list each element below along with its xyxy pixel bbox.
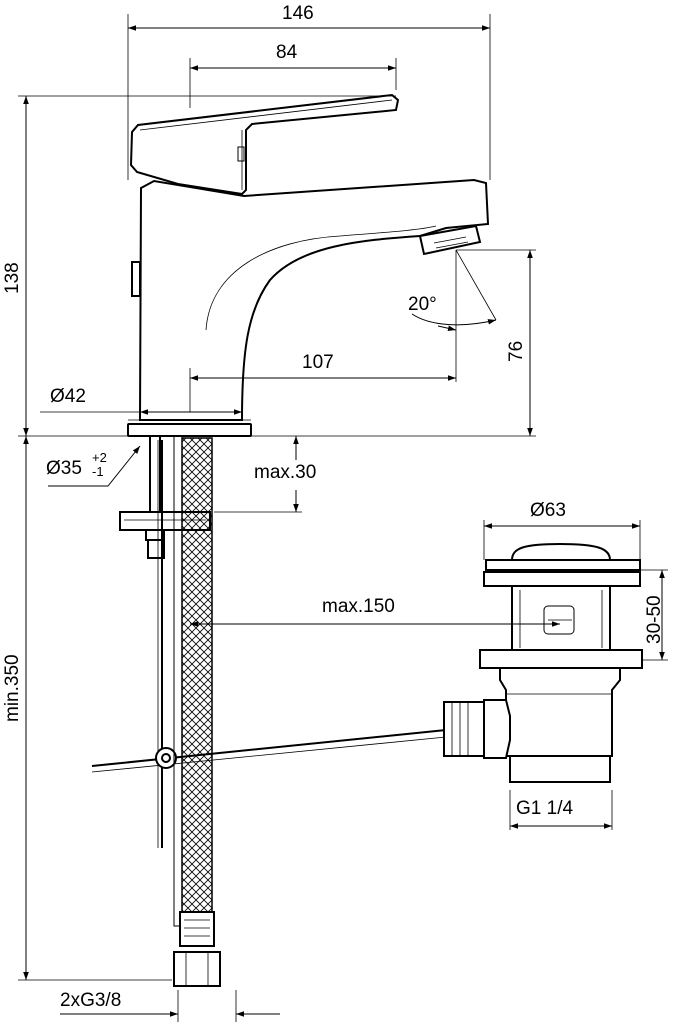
- dim-lever-length: 84: [276, 42, 298, 63]
- braided-hose: [181, 437, 213, 915]
- mixer-body: [127, 93, 490, 437]
- dim-waste-thread: G1 1/4: [516, 798, 573, 819]
- dim-hose-connection: 2xG3/8: [60, 990, 121, 1011]
- waste-assembly: [443, 542, 643, 783]
- dim-max-deck: max.30: [254, 462, 316, 483]
- dim-spout-reach: 107: [302, 352, 334, 373]
- hose-nut: [173, 951, 221, 987]
- dim-height-total: 138: [2, 262, 23, 294]
- dimension-labels: 146 84 138 20° 76 107 Ø42 Ø35 +2 -1 max.…: [2, 3, 665, 1011]
- rod-connector: [443, 701, 485, 757]
- dim-hole-diameter: Ø35: [46, 458, 82, 479]
- under-deck-assembly: [91, 435, 447, 987]
- dim-spout-height: 76: [506, 341, 527, 362]
- spout: [138, 178, 490, 421]
- dim-waste-diameter: Ø63: [530, 500, 566, 521]
- lever-handle: [129, 93, 400, 196]
- dim-hole-tol-plus: +2: [92, 450, 107, 465]
- dim-hole-tol-minus: -1: [92, 464, 104, 479]
- dim-spout-angle: 20°: [408, 294, 437, 315]
- dimension-lines: [18, 14, 668, 1022]
- dim-hose-length: min.350: [2, 654, 23, 722]
- waste-body: [511, 585, 611, 651]
- dim-rod-reach: max.150: [322, 596, 395, 617]
- dim-body-diameter: Ø42: [50, 386, 86, 407]
- pop-up-rod: [91, 729, 447, 767]
- waste-plug: [510, 542, 612, 561]
- dim-width-total: 146: [282, 3, 314, 24]
- base-flange: [127, 423, 252, 437]
- dim-waste-height: 30-50: [644, 595, 665, 644]
